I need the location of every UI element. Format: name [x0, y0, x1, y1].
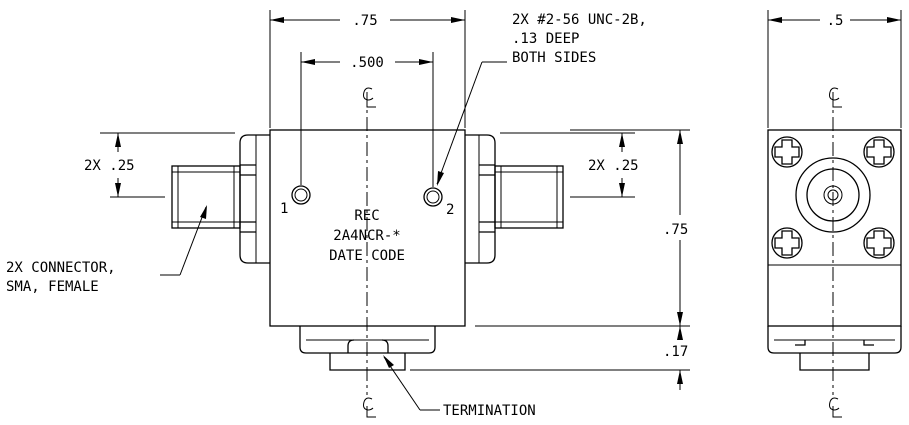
front-view	[171, 92, 564, 395]
dim-termination-height-label: .17	[663, 344, 688, 360]
left-sma-connector	[171, 165, 241, 229]
centerline-symbol-side-top	[829, 87, 842, 108]
centerline-symbol-front-bottom	[363, 397, 376, 418]
termination-note-leader	[383, 355, 440, 411]
port-1-label: 1	[280, 201, 288, 217]
side-view	[767, 92, 902, 395]
hole-2	[423, 187, 443, 207]
screw-top-right	[863, 136, 895, 168]
dim-side-width	[767, 10, 902, 128]
right-flange	[465, 134, 496, 264]
screw-top-left	[771, 136, 803, 168]
thread-note-line1: 2X #2-56 UNC-2B,	[512, 12, 647, 28]
termination-note: TERMINATION	[443, 403, 536, 419]
dim-side-width-label: .5	[827, 13, 844, 29]
centerline-symbol-front-top	[363, 87, 376, 108]
dim-top-width	[269, 10, 466, 128]
dim-hole-spacing-label: .500	[350, 55, 384, 71]
screw-bottom-left	[771, 227, 803, 259]
screw-bottom-right	[863, 227, 895, 259]
dim-right-connector	[500, 132, 635, 198]
device-label-line3: DATE CODE	[329, 248, 405, 264]
device-label-line1: REC	[354, 208, 379, 224]
connector-note-line1: 2X CONNECTOR,	[6, 260, 116, 276]
port-2-label: 2	[446, 202, 454, 218]
centerline-symbol-side-bottom	[829, 397, 842, 418]
dim-body-height-label: .75	[663, 222, 688, 238]
hole-1	[291, 185, 311, 205]
thread-note-line3: BOTH SIDES	[512, 50, 596, 66]
right-sma-connector	[494, 165, 564, 229]
dim-hole-spacing	[300, 52, 434, 187]
dim-termination-height	[410, 326, 690, 390]
connector-note-leader	[160, 205, 207, 276]
connector-note-line2: SMA, FEMALE	[6, 279, 99, 295]
dim-body-height	[475, 129, 690, 327]
thread-note-leader	[436, 61, 507, 186]
dim-left-connector	[100, 132, 235, 198]
side-body	[767, 129, 902, 327]
left-flange	[239, 134, 270, 264]
dim-left-connector-label: 2X .25	[84, 158, 135, 174]
thread-note-line2: .13 DEEP	[512, 31, 579, 47]
dim-top-width-label: .75	[352, 13, 377, 29]
device-label-line2: 2A4NCR-*	[333, 228, 400, 244]
dim-right-connector-label: 2X .25	[588, 158, 639, 174]
